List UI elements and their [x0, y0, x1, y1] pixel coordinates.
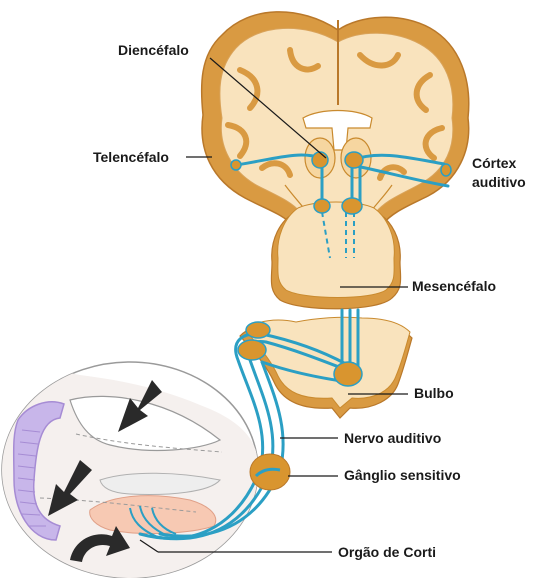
mesencephalon	[271, 202, 400, 309]
label-bulbo: Bulbo	[414, 385, 454, 402]
cochlea-inset	[0, 360, 258, 578]
label-nervo-auditivo: Nervo auditivo	[344, 430, 441, 447]
auditory-ganglion	[250, 454, 290, 490]
label-orgao-de-corti: Orgão de Corti	[338, 544, 436, 561]
label-cortex-line1: Córtex	[472, 155, 516, 172]
label-ganglio-sensitivo: Gânglio sensitivo	[344, 467, 461, 484]
label-cortex-line2: auditivo	[472, 174, 526, 191]
label-diencefalo: Diencéfalo	[118, 42, 189, 59]
label-telencefalo: Telencéfalo	[93, 149, 169, 166]
label-mesencefalo: Mesencéfalo	[412, 278, 496, 295]
